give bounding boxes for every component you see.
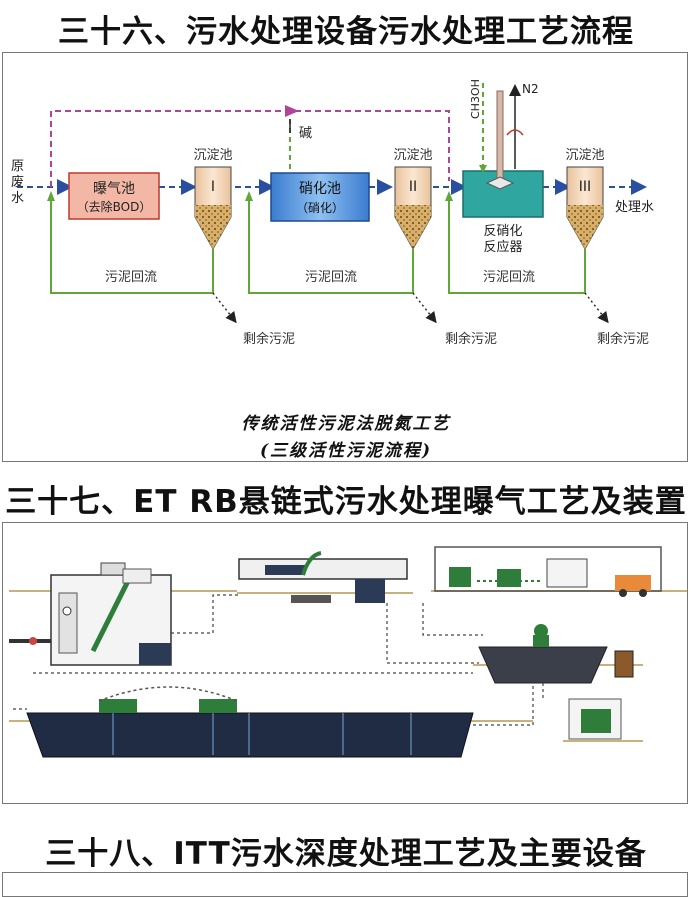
- nitrogen-outlet: [506, 84, 524, 169]
- svg-text:废: 废: [11, 174, 24, 190]
- methanol-dosing-line: [479, 83, 487, 173]
- svg-text:（去除BOD）: （去除BOD）: [77, 199, 152, 214]
- svg-text:曝气池: 曝气池: [93, 181, 135, 197]
- etrb-process-schematic-panel: [2, 522, 688, 804]
- blower-house: [568, 698, 622, 740]
- aeration-basin: [26, 686, 474, 758]
- svg-text:水: 水: [11, 191, 24, 206]
- denitrification-diagram: 碱 原 废 水 曝气池 （去除BOD） 沉淀池 I 沉淀池 II: [11, 79, 654, 347]
- excess-sludge-label-1: 剩余污泥: [243, 331, 295, 347]
- svg-text:原: 原: [11, 159, 24, 174]
- dewatering-building: [434, 546, 662, 597]
- settling-tank-2: 沉淀池 II: [393, 148, 433, 278]
- svg-text:III: III: [579, 179, 591, 195]
- denitrification-diagram-panel: 碱 原 废 水 曝气池 （去除BOD） 沉淀池 I 沉淀池 II: [2, 52, 688, 462]
- treated-water-label: 处理水: [615, 200, 654, 215]
- bypass-line: [50, 110, 450, 187]
- settling-tank-1: 沉淀池 I: [193, 148, 233, 278]
- etrb-process-schematic: [9, 546, 687, 758]
- svg-text:反应器: 反应器: [483, 239, 522, 255]
- sludge-return-label-3: 污泥回流: [483, 270, 535, 285]
- screen-chamber: [9, 562, 172, 666]
- aeration-tank: 曝气池 （去除BOD）: [68, 172, 160, 220]
- itt-process-panel: [2, 872, 688, 897]
- excess-sludge-label-2: 剩余污泥: [445, 331, 497, 347]
- methanol-label: CH3OH: [469, 79, 482, 119]
- svg-text:沉淀池: 沉淀池: [565, 148, 604, 163]
- nitrification-tank: 硝化池 （硝化）: [270, 172, 370, 222]
- diagram-caption-subtitle: (三级活性污泥流程): [259, 441, 433, 461]
- section-36-heading: 三十六、污水处理设备污水处理工艺流程: [58, 14, 634, 50]
- alkali-label: 碱: [299, 126, 312, 141]
- clarifier: [478, 624, 634, 684]
- svg-text:I: I: [211, 179, 215, 195]
- nitrogen-label: N2: [522, 82, 539, 96]
- svg-text:（硝化）: （硝化）: [296, 201, 344, 215]
- thickener-tank: [238, 551, 408, 603]
- section-37-heading: 三十七、ET RB悬链式污水处理曝气工艺及装置: [5, 484, 687, 520]
- excess-sludge-lines: [212, 292, 609, 324]
- section-38-heading: 三十八、ITT污水深度处理工艺及主要设备: [45, 836, 647, 872]
- excess-sludge-label-3: 剩余污泥: [597, 331, 649, 347]
- svg-text:II: II: [409, 179, 417, 195]
- svg-text:反硝化: 反硝化: [483, 224, 522, 239]
- bypass-arrow: [285, 105, 299, 117]
- settling-tank-3: 沉淀池 III: [565, 148, 605, 278]
- svg-text:沉淀池: 沉淀池: [193, 148, 232, 163]
- sludge-return-lines: [50, 195, 586, 294]
- sludge-return-label-2: 污泥回流: [305, 270, 357, 285]
- svg-text:硝化池: 硝化池: [299, 181, 341, 197]
- denitrification-reactor: 反硝化 反应器: [462, 90, 544, 255]
- sludge-return-label-1: 污泥回流: [105, 270, 157, 285]
- diagram-caption-title: 传统活性污泥法脱氮工艺: [241, 414, 451, 434]
- svg-text:沉淀池: 沉淀池: [393, 148, 432, 163]
- raw-water-label: 原 废 水: [11, 159, 24, 206]
